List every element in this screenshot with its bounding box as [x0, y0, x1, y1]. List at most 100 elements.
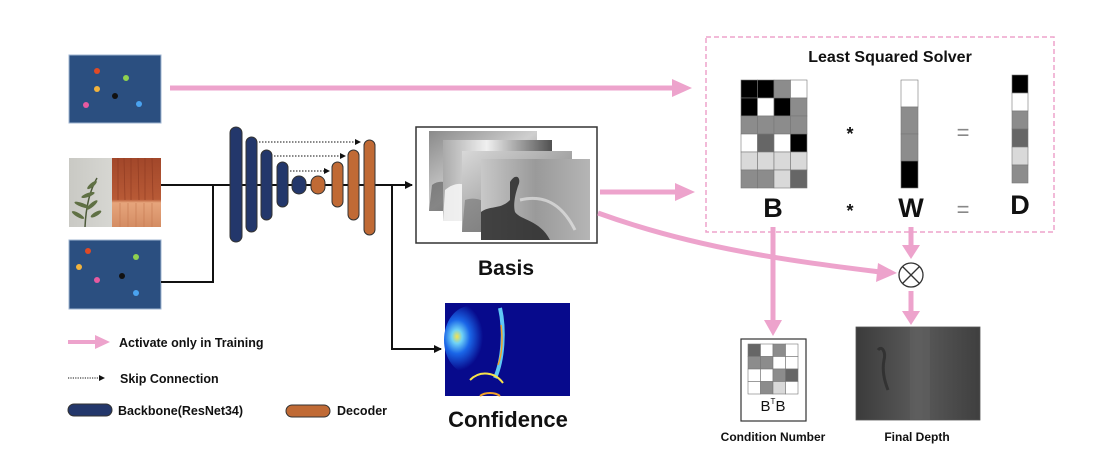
- legend-decoder-label: Decoder: [337, 404, 387, 418]
- B-matrix-cell: [790, 97, 808, 117]
- BtB-label: BTB: [761, 397, 786, 415]
- W-vector: [900, 79, 919, 189]
- confidence-label: Confidence: [448, 407, 568, 432]
- B-matrix-cell: [790, 151, 808, 171]
- D-vector-cell: [1011, 146, 1029, 166]
- D-vector-cell: [1011, 74, 1029, 94]
- legend-backbone-label: Backbone(ResNet34): [118, 404, 243, 418]
- W-vector-cell: [900, 133, 919, 162]
- equals-operator-bottom: =: [957, 197, 970, 222]
- BtB-matrix-cell: [747, 368, 761, 382]
- B-matrix-cell: [757, 151, 775, 171]
- B-matrix-cell: [740, 133, 758, 153]
- skip-connections: [259, 139, 361, 174]
- decoder-block: [331, 161, 344, 208]
- sparse-depth-point: [85, 248, 91, 254]
- D-label: D: [1010, 190, 1030, 220]
- sparse-depth-point: [133, 290, 139, 296]
- input-connectors: [161, 184, 230, 283]
- BtB-matrix-cell: [760, 381, 774, 395]
- backbone-block: [276, 161, 289, 208]
- rgb-image-input: [69, 157, 161, 228]
- BtB-matrix-cell: [747, 356, 761, 370]
- backbone-block: [229, 126, 243, 243]
- B-matrix-cell: [740, 79, 758, 99]
- B-matrix-cell: [773, 115, 791, 135]
- final-depth-image: [855, 326, 981, 421]
- BtB-matrix-cell: [785, 368, 799, 382]
- basis-panel: [415, 126, 598, 244]
- B-label: B: [763, 193, 783, 223]
- W-vector-cell: [900, 106, 919, 135]
- condition-number-caption: Condition Number: [721, 430, 826, 444]
- BtB-matrix-cell: [785, 343, 799, 357]
- sparse-depth-point: [76, 264, 82, 270]
- sparse-depth-point: [94, 277, 100, 283]
- training-arrowheads: [672, 79, 920, 336]
- basis-label: Basis: [478, 257, 534, 280]
- B-matrix-cell: [740, 169, 758, 189]
- BtB-matrix-cell: [747, 381, 761, 395]
- final-depth-caption: Final Depth: [884, 430, 949, 444]
- legend-skip-label: Skip Connection: [120, 372, 219, 386]
- sparse-depth-point: [94, 86, 100, 92]
- times-operator-bottom: *: [846, 201, 853, 221]
- B-matrix-cell: [757, 115, 775, 135]
- B-matrix-cell: [790, 79, 808, 99]
- decoder-block: [347, 149, 360, 221]
- BtB-matrix-cell: [772, 368, 786, 382]
- legend: Activate only in Training Skip Connectio…: [67, 335, 387, 418]
- D-vector-cell: [1011, 128, 1029, 148]
- decoder-block: [363, 139, 376, 236]
- sparse-depth-point: [123, 75, 129, 81]
- B-matrix-cell: [757, 169, 775, 189]
- legend-training-arrowhead: [95, 335, 110, 349]
- sparse-depth-point: [94, 68, 100, 74]
- B-matrix: [740, 79, 808, 189]
- B-matrix-cell: [740, 151, 758, 171]
- sparse-depth-point: [133, 254, 139, 260]
- BtB-matrix-cell: [785, 356, 799, 370]
- W-vector-cell: [900, 79, 919, 108]
- B-matrix-cell: [773, 79, 791, 99]
- sparse-depth-point: [83, 102, 89, 108]
- legend-decoder-swatch: [285, 404, 331, 418]
- BtB-matrix-cell: [760, 356, 774, 370]
- B-matrix-cell: [740, 97, 758, 117]
- BtB-matrix-cell: [760, 343, 774, 357]
- equals-operator-top: =: [957, 120, 970, 145]
- sparse-depth-input-bottom: [68, 239, 162, 310]
- sparse-depth-point: [119, 273, 125, 279]
- BtB-matrix-cell: [772, 381, 786, 395]
- B-matrix-cell: [757, 79, 775, 99]
- unet-network: [229, 126, 376, 243]
- B-matrix-cell: [773, 151, 791, 171]
- sparse-depth-point: [112, 93, 118, 99]
- BtB-matrix-cell: [772, 343, 786, 357]
- BtB-matrix-cell: [785, 381, 799, 395]
- B-matrix-cell: [790, 169, 808, 189]
- backbone-block: [291, 175, 307, 195]
- backbone-block: [260, 149, 273, 221]
- BtB-matrix-cell: [772, 356, 786, 370]
- W-vector-cell: [900, 160, 919, 189]
- BtB-matrix: [747, 343, 799, 395]
- D-vector-cell: [1011, 110, 1029, 130]
- B-matrix-cell: [773, 169, 791, 189]
- D-vector-cell: [1011, 92, 1029, 112]
- B-matrix-cell: [773, 133, 791, 153]
- basis-to-combine-arrow: [597, 210, 881, 275]
- D-vector: [1011, 74, 1029, 184]
- solver-title: Least Squared Solver: [808, 49, 972, 66]
- legend-training-label: Activate only in Training: [119, 336, 263, 350]
- training-arrows: [170, 85, 914, 322]
- legend-backbone-swatch: [67, 403, 113, 417]
- B-matrix-cell: [740, 115, 758, 135]
- decoder-block: [310, 175, 326, 195]
- sparse-depth-input-top: [68, 54, 162, 124]
- confidence-map: [444, 303, 570, 397]
- W-label: W: [898, 193, 924, 223]
- multiply-combine-icon: [898, 262, 924, 288]
- B-matrix-cell: [757, 97, 775, 117]
